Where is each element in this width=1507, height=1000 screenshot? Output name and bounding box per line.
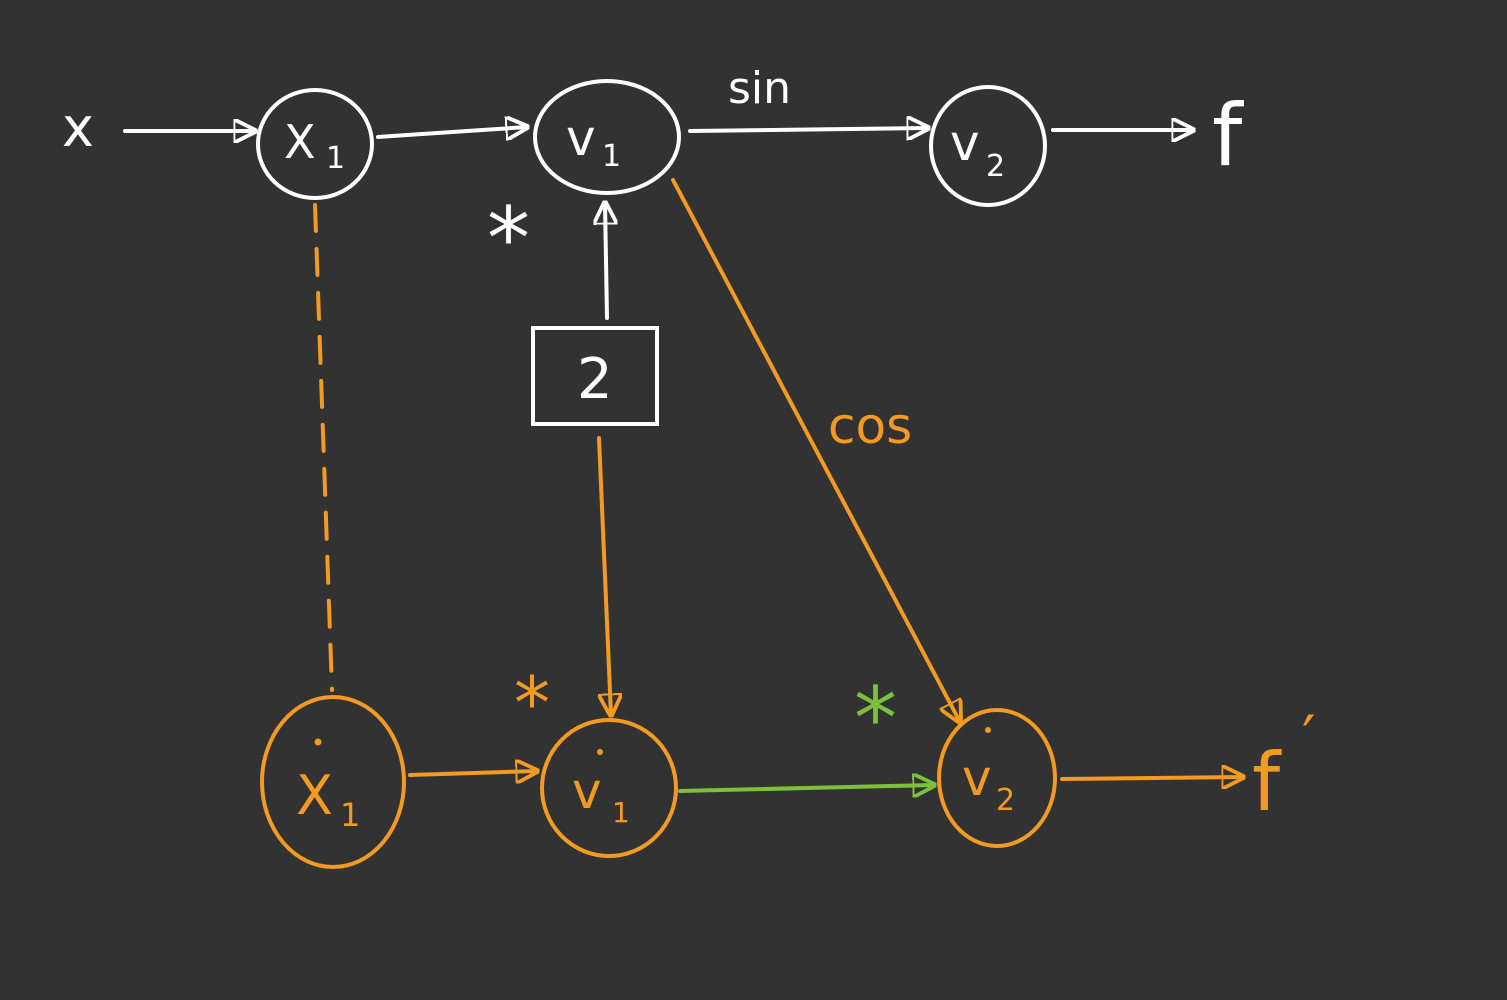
dot-v2-dot — [985, 727, 991, 733]
edge-v1-dot-to-v2-dot — [678, 785, 934, 791]
node-x1-label: X — [284, 115, 316, 169]
node-v2-dot-sub: 2 — [996, 783, 1015, 818]
node-v1-sub: 1 — [602, 139, 621, 174]
edge-const-to-v1-dot — [597, 436, 611, 715]
node-v2-sub: 2 — [986, 149, 1005, 184]
output-label-f: f — [1212, 86, 1244, 186]
multiply-mark-highlight: * — [854, 669, 897, 769]
dot-x1-dot — [314, 738, 322, 746]
node-v2-dot-label: v — [962, 749, 992, 807]
edge-label-sin: sin — [728, 63, 791, 114]
edge-label-cos: cos — [828, 397, 912, 455]
tangent-graph — [260, 178, 1243, 869]
node-v1-dot-label: v — [572, 762, 602, 820]
node-x1-dot-sub: 1 — [340, 796, 360, 834]
constant-box — [531, 326, 659, 426]
multiply-mark-tangent: * — [514, 661, 550, 745]
edge-x1-dot-to-v1-dot — [408, 771, 537, 775]
node-v1-dot-sub: 1 — [612, 796, 630, 829]
edge-v1-to-v2-sin — [688, 128, 928, 131]
edge-v2-dot-to-f-prime — [1060, 777, 1243, 779]
output-prime-mark: ′ — [1302, 703, 1316, 773]
edge-x1-to-v1 — [376, 127, 527, 137]
node-v2-label: v — [950, 114, 980, 172]
dot-v1-dot — [597, 749, 603, 755]
node-x1-sub: 1 — [326, 141, 345, 176]
node-v2-dot — [937, 708, 1057, 848]
node-v1-label: v — [566, 109, 596, 167]
node-x1 — [256, 88, 374, 200]
multiply-mark-primal: * — [487, 189, 530, 289]
edge-v1-to-v2-dot-cos — [671, 178, 960, 722]
input-label-x: x — [62, 96, 94, 159]
node-v2 — [929, 85, 1047, 207]
node-v1-dot — [540, 718, 678, 858]
edge-const-to-v1 — [605, 203, 607, 320]
output-label-f: f — [1252, 736, 1282, 829]
node-x1-dot-label: X — [296, 764, 333, 827]
dashed-link-x1 — [313, 203, 334, 692]
constant-value: 2 — [577, 347, 613, 412]
node-x1-dot — [260, 695, 406, 869]
primal-graph — [123, 79, 1193, 426]
node-v1 — [533, 79, 681, 195]
